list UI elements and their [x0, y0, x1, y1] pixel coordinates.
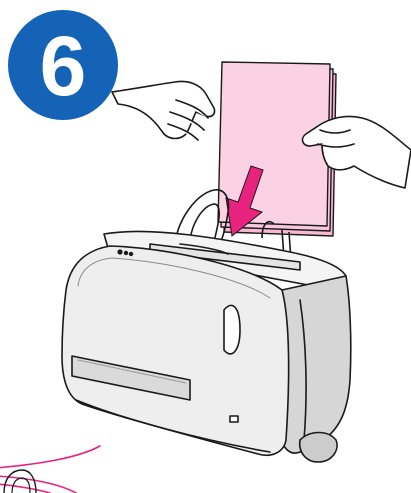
paper-tray-corner-icon [0, 446, 100, 493]
hand-left-icon [112, 82, 215, 141]
printer-icon [62, 231, 351, 462]
